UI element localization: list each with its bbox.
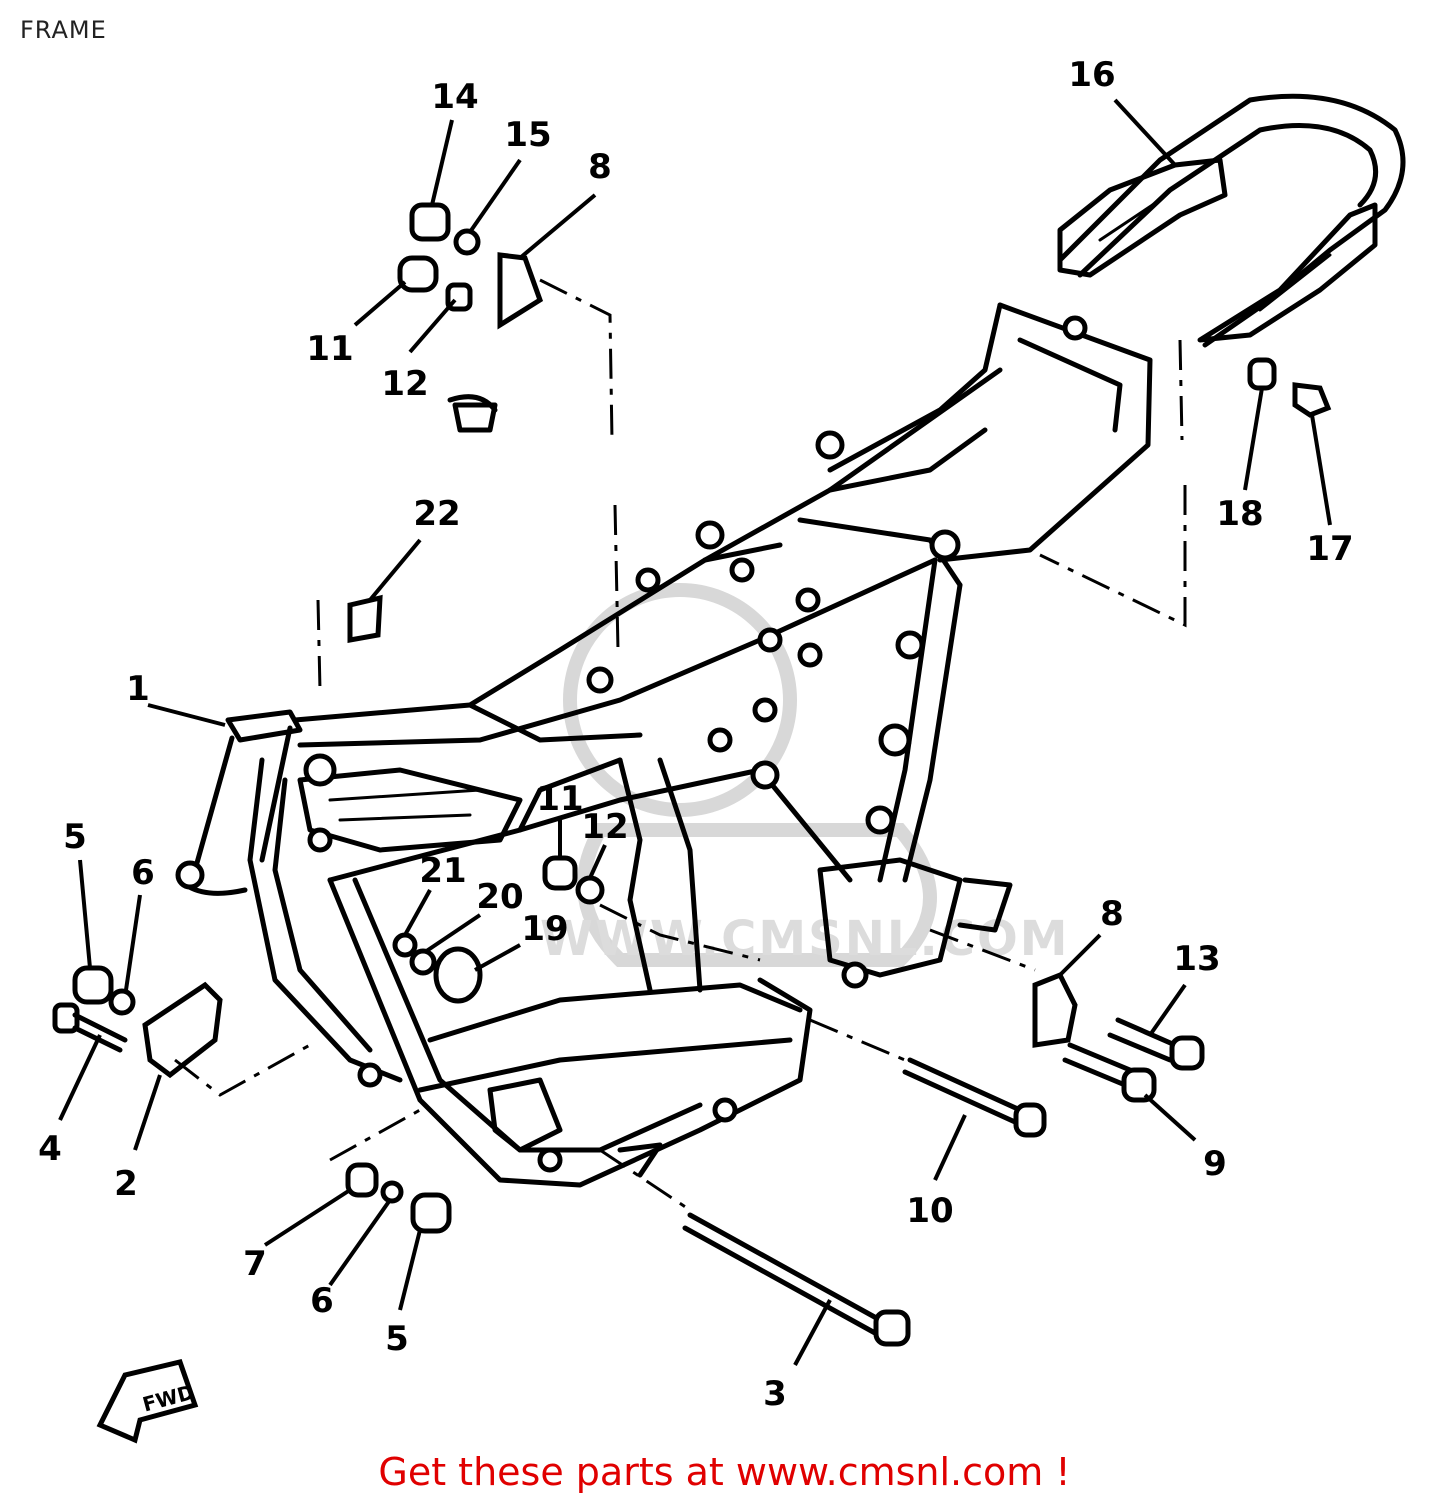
callout-4: 4 — [38, 1129, 62, 1169]
part-6-nut-low — [380, 1180, 404, 1204]
part-11-damper-mid — [542, 855, 578, 891]
part-4-bolt-left — [52, 1002, 128, 1053]
callout-5-low: 5 — [385, 1319, 409, 1359]
callout-12-top: 12 — [381, 364, 428, 404]
callout-19: 19 — [521, 909, 568, 949]
callout-11-top: 11 — [306, 329, 353, 369]
part-15-nut — [453, 228, 481, 256]
part-5-damper-left — [72, 965, 114, 1005]
leader-lines — [58, 98, 1332, 1366]
callout-8-top: 8 — [588, 147, 612, 187]
part-19-damper — [433, 946, 483, 1004]
callout-14: 14 — [431, 77, 478, 117]
part-8-bracket-top — [497, 252, 544, 330]
callout-9: 9 — [1203, 1144, 1227, 1184]
part-14-cap — [409, 202, 451, 242]
part-20-washer — [409, 948, 437, 976]
part-17-bolt — [1292, 382, 1332, 418]
fwd-arrow-icon: FWD — [96, 1359, 199, 1444]
part-2-bracket-left — [142, 981, 223, 1079]
callout-6-low: 6 — [310, 1281, 334, 1321]
callout-8-right: 8 — [1100, 894, 1124, 934]
part-9-bolt — [1062, 1042, 1157, 1103]
callout-15: 15 — [504, 115, 551, 155]
callout-10: 10 — [906, 1191, 953, 1231]
callout-16: 16 — [1068, 55, 1115, 95]
page-title: FRAME — [20, 16, 107, 44]
part-3-long-bolt — [682, 1212, 911, 1347]
callout-1: 1 — [126, 669, 150, 709]
callout-7: 7 — [243, 1244, 267, 1284]
callout-11-mid: 11 — [536, 779, 583, 819]
callout-22: 22 — [413, 494, 460, 534]
part-22-plate — [347, 594, 383, 643]
callout-2: 2 — [114, 1164, 138, 1204]
callout-3: 3 — [763, 1374, 787, 1414]
part-21-bolt — [392, 932, 418, 958]
assembly-dashed-lines — [174, 278, 1187, 1212]
part-8-bracket-right — [1032, 971, 1078, 1048]
svg-text:WWW.CMSNL.COM: WWW.CMSNL.COM — [540, 911, 1070, 967]
part-11-damper-top — [397, 255, 439, 293]
part-5-damper-low — [410, 1192, 452, 1234]
callout-12-mid: 12 — [581, 807, 628, 847]
part-6-nut-left — [108, 988, 136, 1016]
callout-20: 20 — [476, 877, 523, 917]
main-frame — [175, 302, 1153, 1188]
callout-17: 17 — [1306, 529, 1353, 569]
part-13-bolt — [1107, 1017, 1205, 1071]
part-10-long-bolt — [902, 1057, 1047, 1138]
part-18-collar — [1247, 357, 1277, 391]
part-12-collar-mid — [575, 875, 605, 905]
rear-grab-bar — [1057, 93, 1406, 348]
callout-numbers: 14 15 8 11 12 16 18 17 22 1 5 6 4 2 11 1… — [38, 55, 1354, 1414]
callout-18: 18 — [1216, 494, 1263, 534]
part-7-collar — [345, 1162, 379, 1198]
callout-13: 13 — [1173, 939, 1220, 979]
cmsnl-parts-link[interactable]: Get these parts at www.cmsnl.com ! — [378, 1450, 1071, 1494]
callout-21: 21 — [419, 851, 466, 891]
callout-6-left: 6 — [131, 853, 155, 893]
callout-5-left: 5 — [63, 817, 87, 857]
